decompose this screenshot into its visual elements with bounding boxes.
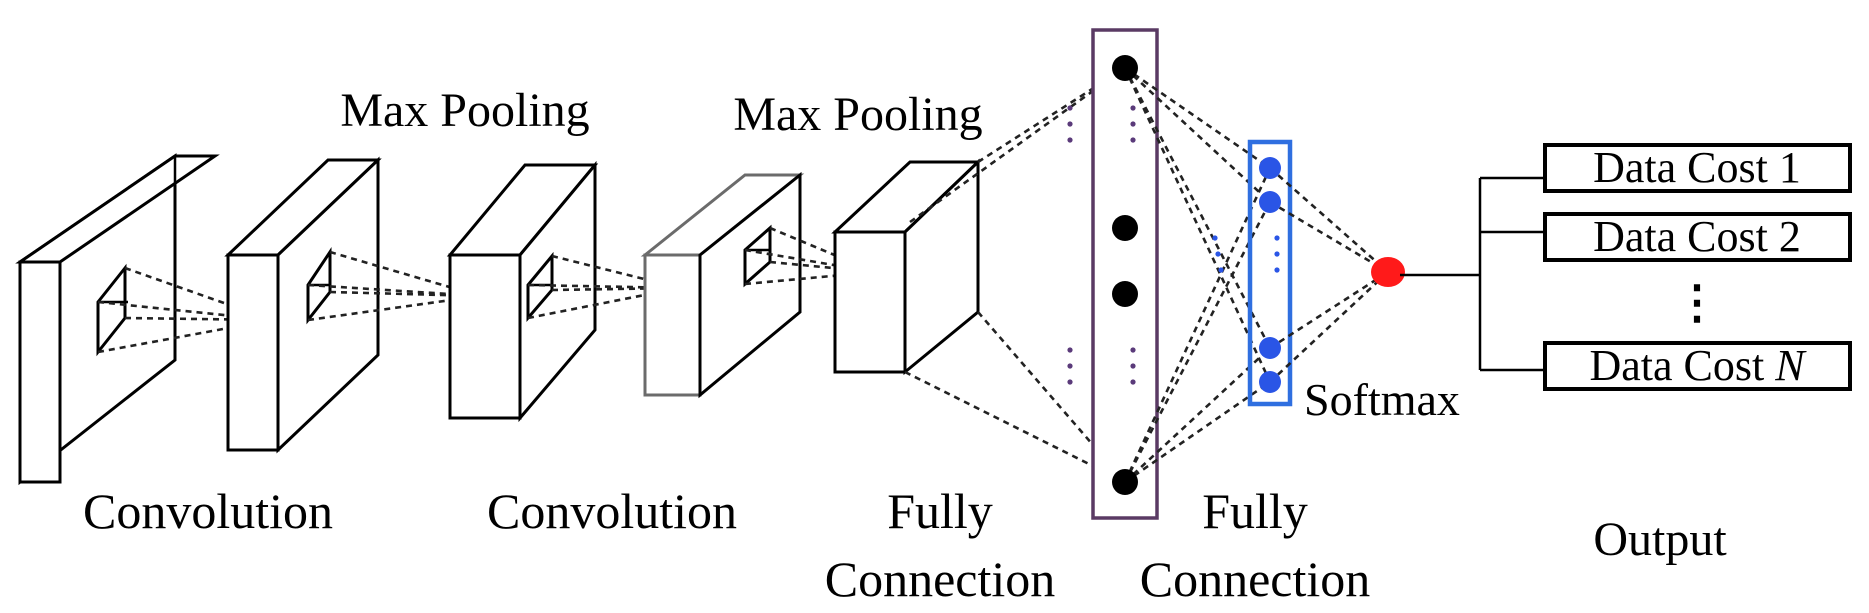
output-tree-lines	[1400, 176, 1545, 372]
label-fully-connection-1-line1: Fully	[887, 483, 993, 539]
fc-layer-2-side-dots	[1212, 235, 1280, 273]
fc2-neuron	[1259, 157, 1281, 179]
fc1-neuron	[1112, 215, 1138, 241]
pool-volume-1	[224, 156, 382, 454]
label-fully-connection-2-line1: Fully	[1202, 483, 1308, 539]
output-ellipsis: ⋮	[1674, 277, 1720, 328]
output-item-2-label: Data Cost 2	[1593, 212, 1801, 261]
fc2-neuron	[1259, 337, 1281, 359]
label-fully-connection-2-line2: Connection	[1140, 551, 1371, 607]
label-max-pooling-1: Max Pooling	[340, 84, 589, 137]
fc2-neuron	[1259, 371, 1281, 393]
label-fully-connection-1-line2: Connection	[825, 551, 1056, 607]
label-max-pooling-2: Max Pooling	[733, 88, 982, 141]
output-item-2: Data Cost 2	[1543, 212, 1852, 262]
softmax-node	[1371, 257, 1405, 287]
fc-volume	[831, 158, 982, 376]
conv-volume-1	[15, 153, 220, 486]
fc1-neuron	[1112, 281, 1138, 307]
fc1-neuron	[1112, 55, 1138, 81]
output-item-1-label: Data Cost 1	[1593, 143, 1801, 192]
fc-layer-1-neurons	[1112, 55, 1138, 495]
fc2-to-softmax-connections	[1269, 167, 1389, 383]
fc-layer-2-neurons	[1259, 157, 1281, 393]
output-item-n: Data Cost N	[1543, 341, 1852, 391]
fc-layer-2-box	[1247, 139, 1293, 407]
fc-layer-1-box	[1091, 28, 1159, 520]
pool2-receptive-field-lines	[744, 226, 876, 286]
label-softmax: Softmax	[1304, 374, 1460, 425]
label-output: Output	[1593, 513, 1727, 566]
label-convolution-2: Convolution	[487, 483, 737, 539]
fc-layer-1-side-dots	[1067, 105, 1136, 385]
fc1-to-fc2-connections	[1123, 66, 1272, 484]
fc1-neuron	[1112, 469, 1138, 495]
output-item-1: Data Cost 1	[1543, 143, 1852, 193]
conv-volume-2	[446, 160, 599, 423]
fc2-neuron	[1259, 191, 1281, 213]
output-item-n-label: Data Cost N	[1589, 341, 1807, 390]
pool-volume-2	[640, 171, 805, 399]
label-convolution-1: Convolution	[83, 483, 333, 539]
